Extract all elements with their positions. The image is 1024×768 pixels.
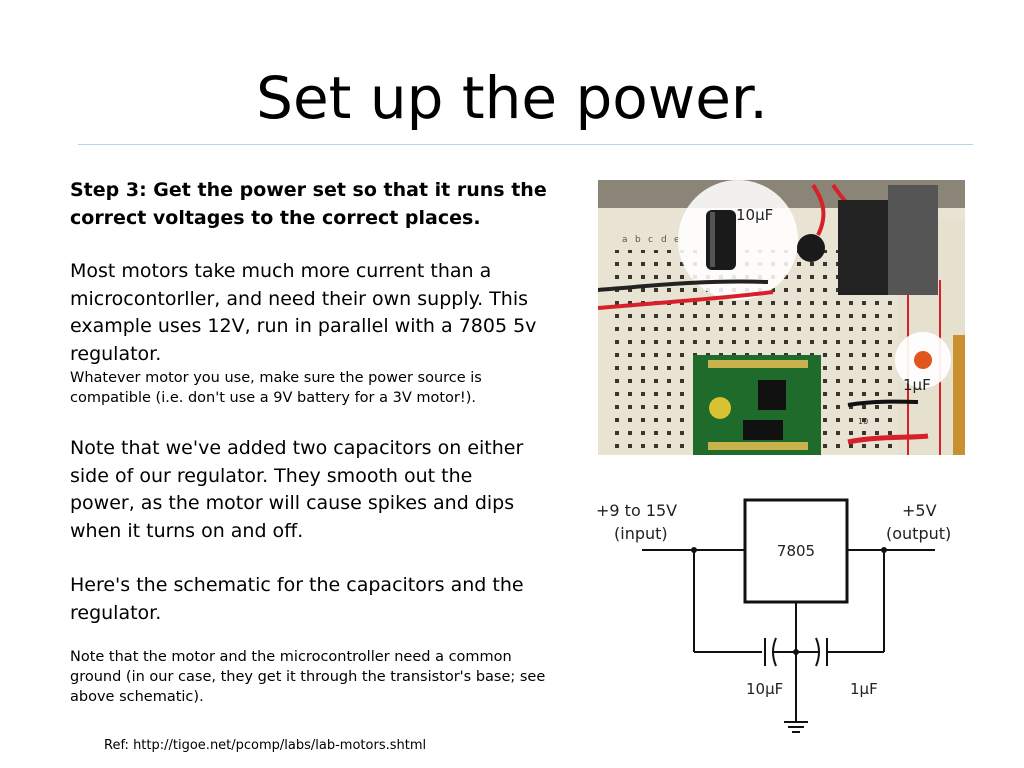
paragraph-line: example uses 12V, run in parallel with a… (70, 315, 537, 337)
step-heading-line: correct voltages to the correct places. (70, 207, 481, 229)
input-sublabel: (input) (614, 524, 668, 543)
paragraph-motors-current: Most motors take much more current than … (70, 258, 575, 368)
cap-10uf-label: 10µF (746, 680, 783, 698)
svg-text:d: d (661, 235, 667, 245)
paragraph-line: side of our regulator. They smooth out t… (70, 464, 473, 487)
note-line: compatible (i.e. don't use a 9V battery … (70, 390, 476, 406)
note-line: ground (in our case, they get it through… (70, 669, 546, 685)
capacitor-1uf-symbol (815, 637, 820, 667)
title-divider (78, 144, 973, 145)
breadboard-photo: a b c d e 10µF 1µF 10 (598, 180, 965, 455)
red-wire (598, 290, 774, 310)
note-line: Note that the motor and the microcontrol… (70, 649, 512, 665)
cap-1uf-label: 1µF (850, 680, 878, 698)
paragraph-line: power, as the motor will cause spikes an… (70, 492, 515, 514)
row-number: 10 (858, 417, 868, 426)
black-wire (598, 279, 769, 292)
paragraph-line: when it turns on and off. (70, 519, 304, 542)
ground-symbol (784, 721, 808, 733)
capacitor-ceramic (797, 234, 825, 262)
breadboard-column-letters: a b c d e (622, 235, 680, 245)
slide-title: Set up the power. (256, 64, 768, 132)
paragraph-line: regulator. (70, 601, 162, 624)
reference-link[interactable]: Ref: http://tigoe.net/pcomp/labs/lab-mot… (104, 738, 427, 753)
note-motor-compatibility: Whatever motor you use, make sure the po… (70, 368, 575, 408)
regulator-7805 (743, 498, 849, 604)
note-line: Whatever motor you use, make sure the po… (70, 370, 482, 386)
paragraph-capacitors: Note that we've added two capacitors on … (70, 435, 575, 545)
paragraph-line: Note that we've added two capacitors on … (70, 437, 524, 459)
svg-text:a: a (622, 235, 628, 245)
regulator-label: 7805 (777, 542, 815, 560)
input-label: +9 to 15V (596, 501, 677, 520)
note-line: above schematic). (70, 689, 204, 705)
step-heading: Step 3: Get the power set so that it run… (70, 176, 575, 232)
paragraph-line: microcontorller, and need their own supp… (70, 287, 529, 310)
svg-text:b: b (635, 235, 641, 245)
svg-text:e: e (674, 235, 680, 245)
capacitor-small (914, 351, 932, 369)
cap-large-label: 10µF (736, 206, 773, 224)
paragraph-line: Most motors take much more current than … (70, 260, 492, 282)
step-heading-line: Step 3: Get the power set so that it run… (70, 179, 547, 201)
paragraph-line: regulator. (70, 342, 162, 365)
paragraph-line: Here's the schematic for the capacitors … (70, 574, 524, 596)
output-sublabel: (output) (886, 524, 951, 543)
output-label: +5V (902, 501, 937, 520)
regulator-schematic: +9 to 15V (input) +5V (output) 7805 10µF… (596, 498, 951, 733)
note-common-ground: Note that the motor and the microcontrol… (70, 647, 575, 707)
cap-small-label: 1µF (903, 376, 931, 394)
highlight-circle (678, 180, 798, 300)
paragraph-schematic: Here's the schematic for the capacitors … (70, 572, 575, 627)
svg-text:c: c (648, 235, 653, 245)
slide-body: Step 3: Get the power set so that it run… (70, 176, 575, 707)
